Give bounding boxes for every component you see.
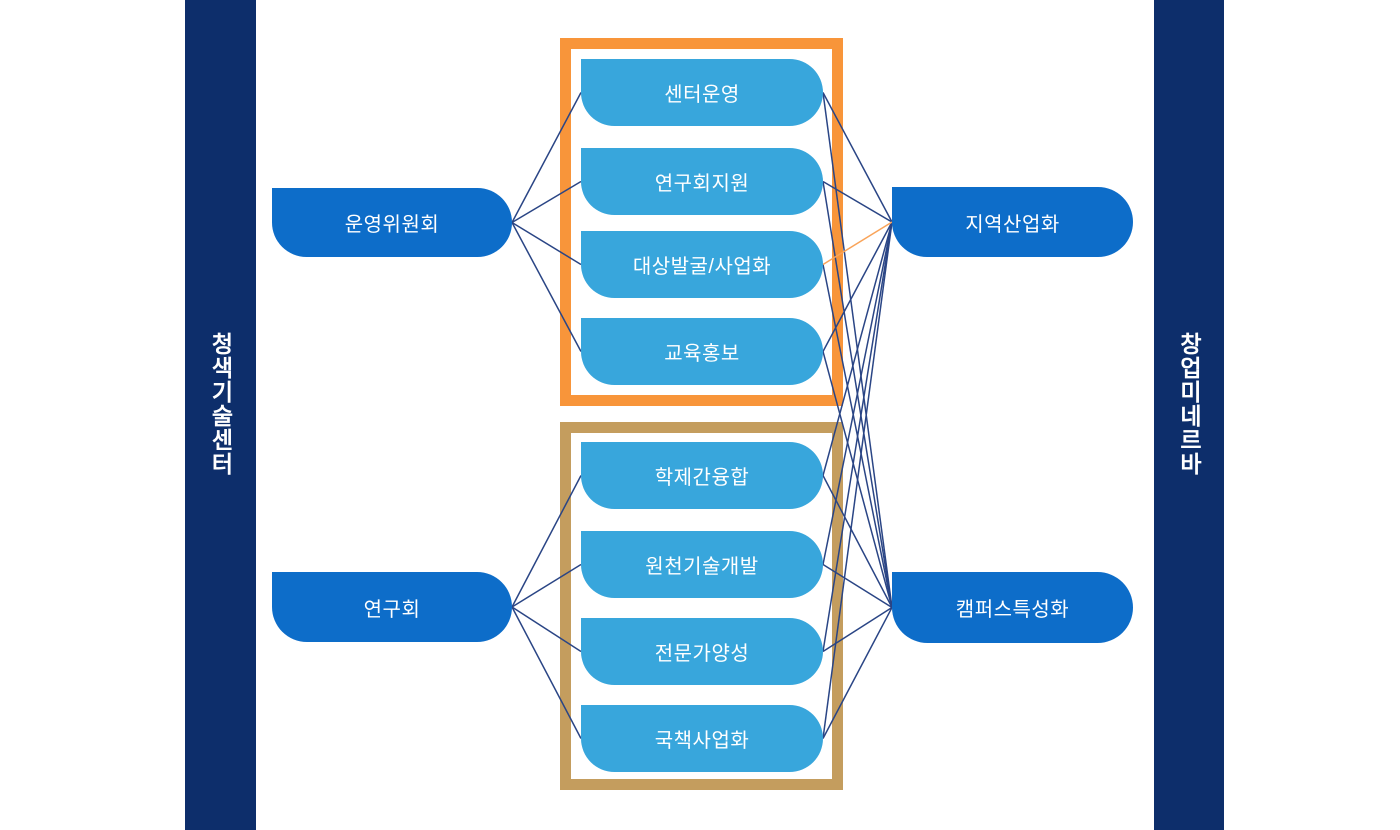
edge-center-ops-to-regional — [822, 92, 893, 223]
node-committee: 운영위원회 — [272, 188, 512, 257]
edge-experts-to-campus — [822, 606, 893, 653]
node-campus: 캠퍼스특성화 — [892, 572, 1133, 643]
node-experts: 전문가양성 — [581, 618, 823, 685]
edge-research-group-to-national — [511, 606, 582, 739]
edge-core-tech-to-campus — [822, 563, 893, 609]
left-sidebar: 청색기술센터 — [185, 0, 256, 830]
right-sidebar-label: 창업미네르바 — [1176, 332, 1202, 476]
edge-interdisciplinary-to-campus — [822, 475, 893, 608]
node-national: 국책사업화 — [581, 705, 823, 772]
right-sidebar: 창업미네르바 — [1154, 0, 1224, 830]
node-edu-pr: 교육홍보 — [581, 318, 823, 385]
left-sidebar-label: 청색기술센터 — [207, 332, 234, 476]
edge-committee-to-center-ops — [511, 92, 582, 223]
node-core-tech: 원천기술개발 — [581, 531, 823, 598]
node-discovery: 대상발굴/사업화 — [581, 231, 823, 298]
node-center-ops: 센터운영 — [581, 59, 823, 126]
edge-committee-to-research-support — [511, 180, 582, 224]
edge-committee-to-discovery — [511, 221, 582, 266]
node-interdisciplinary: 학제간융합 — [581, 442, 823, 509]
node-research-group: 연구회 — [272, 572, 512, 642]
edge-research-support-to-regional — [822, 180, 893, 223]
bottom-group-frame — [560, 422, 843, 790]
edge-national-to-campus — [822, 607, 893, 739]
edge-research-support-to-campus — [822, 181, 893, 608]
edge-discovery-to-regional — [822, 221, 893, 266]
node-research-support: 연구회지원 — [581, 148, 823, 215]
edge-edu-pr-to-campus — [822, 351, 893, 608]
edge-research-group-to-interdisciplinary — [511, 475, 582, 608]
edge-edu-pr-to-regional — [822, 221, 893, 352]
edge-research-group-to-experts — [511, 606, 582, 653]
node-regional: 지역산업화 — [892, 187, 1133, 257]
edge-committee-to-edu-pr — [511, 222, 582, 352]
top-group-frame — [560, 38, 843, 406]
edge-research-group-to-core-tech — [511, 563, 582, 608]
edge-discovery-to-campus — [822, 264, 893, 608]
edge-center-ops-to-campus — [822, 92, 893, 608]
